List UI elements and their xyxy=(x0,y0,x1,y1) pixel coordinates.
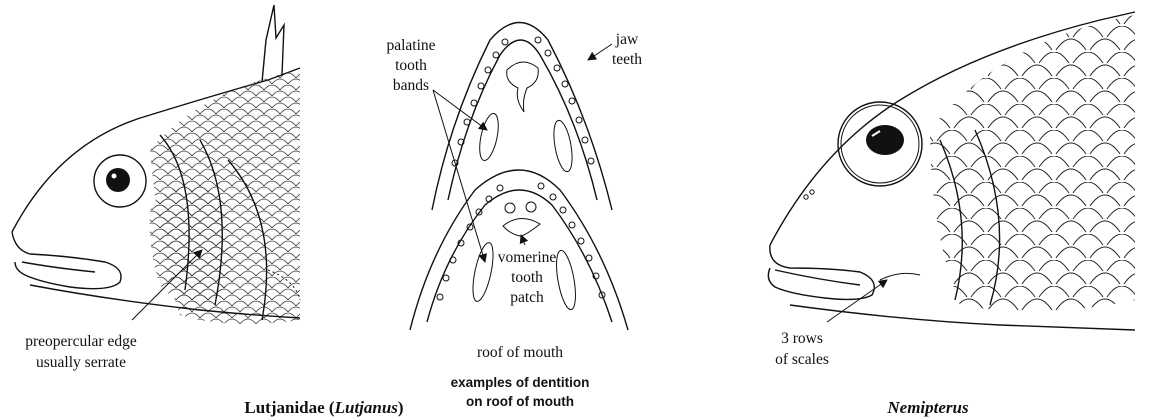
palatine-pointer-lower xyxy=(433,90,485,262)
palatine-label-line1: palatine xyxy=(386,37,435,54)
lutjanus-cheek-scales xyxy=(150,184,232,303)
vomerine-label-line1: vomerine xyxy=(498,249,557,266)
jaw-teeth-label-line2: teeth xyxy=(612,51,642,68)
nemipterus-caption: Nemipterus xyxy=(886,398,969,417)
lutjanus-head-illustration xyxy=(12,5,300,324)
vomerine-label-line2: tooth xyxy=(511,269,543,286)
preopercular-label-line1: preopercular edge xyxy=(25,333,137,350)
upper-palatine-right xyxy=(551,119,576,173)
upper-palatine-left xyxy=(476,112,502,162)
dentition-caption-line2: on roof of mouth xyxy=(466,394,574,409)
preopercular-label-line2: usually serrate xyxy=(36,354,126,371)
jaw-teeth-label-line1: jaw xyxy=(615,31,639,48)
upper-jaw-teeth xyxy=(452,37,594,166)
vomerine-pointer xyxy=(521,235,525,245)
roof-of-mouth-label: roof of mouth xyxy=(477,344,563,361)
nemipterus-head-illustration xyxy=(768,12,1135,330)
scales-label-line2: of scales xyxy=(775,351,829,368)
palatine-label-line3: bands xyxy=(393,77,429,94)
palatine-label-line2: tooth xyxy=(395,57,427,74)
palatine-pointer-upper xyxy=(433,90,487,130)
lower-palatine-left xyxy=(469,241,497,303)
jaw-teeth-pointer xyxy=(588,44,612,60)
lutjanidae-caption: Lutjanidae (Lutjanus) xyxy=(244,398,403,417)
lower-vomerine-patch xyxy=(503,218,540,236)
lower-palatine-right xyxy=(553,249,579,311)
scales-label-line1: 3 rows xyxy=(781,330,823,347)
upper-roof-outline xyxy=(432,23,612,211)
vomerine-label-line3: patch xyxy=(510,289,544,306)
upper-vomerine-patch xyxy=(507,62,539,112)
dentition-caption-line1: examples of dentition xyxy=(451,375,590,390)
